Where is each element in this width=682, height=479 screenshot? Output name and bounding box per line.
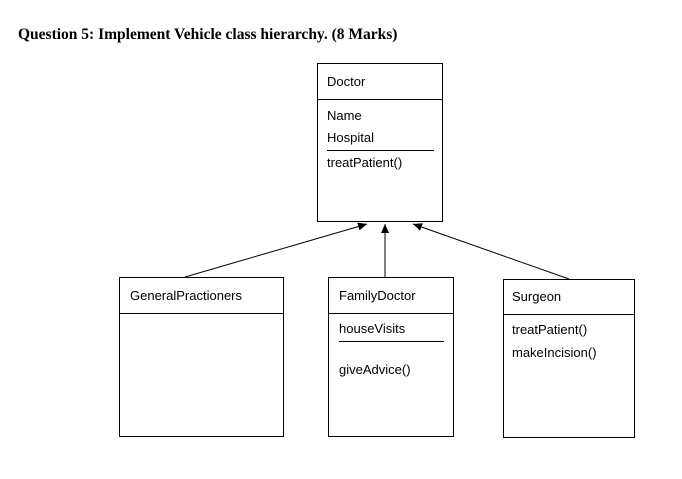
class-doctor-header: Doctor <box>318 64 442 100</box>
class-general-practioners-header: GeneralPractioners <box>120 278 283 314</box>
family-doctor-separator <box>339 341 444 342</box>
class-doctor: Doctor Name Hospital treatPatient() <box>317 63 443 222</box>
attribute-house-visits: houseVisits <box>339 321 406 336</box>
question-title: Question 5: Implement Vehicle class hier… <box>18 26 398 43</box>
doctor-separator <box>327 150 434 151</box>
class-doctor-name: Doctor <box>327 74 366 89</box>
class-family-doctor-header: FamilyDoctor <box>329 278 453 314</box>
arrow-surgeon-to-doctor <box>412 223 570 280</box>
class-family-doctor-name: FamilyDoctor <box>339 288 416 303</box>
method-give-advice: giveAdvice() <box>339 362 411 377</box>
method-make-incision: makeIncision() <box>512 345 597 360</box>
attribute-hospital: Hospital <box>327 130 374 145</box>
class-surgeon: Surgeon treatPatient() makeIncision() <box>503 279 635 438</box>
class-surgeon-header: Surgeon <box>504 280 634 315</box>
attribute-name: Name <box>327 108 362 123</box>
class-general-practioners-name: GeneralPractioners <box>130 288 242 303</box>
class-family-doctor: FamilyDoctor houseVisits giveAdvice() <box>328 277 454 437</box>
method-treat-patient: treatPatient() <box>327 155 403 170</box>
method-treat-patient: treatPatient() <box>512 322 588 337</box>
class-general-practioners: GeneralPractioners <box>119 277 284 437</box>
arrow-general-practioners-to-doctor <box>184 222 368 278</box>
class-surgeon-name: Surgeon <box>512 289 562 304</box>
